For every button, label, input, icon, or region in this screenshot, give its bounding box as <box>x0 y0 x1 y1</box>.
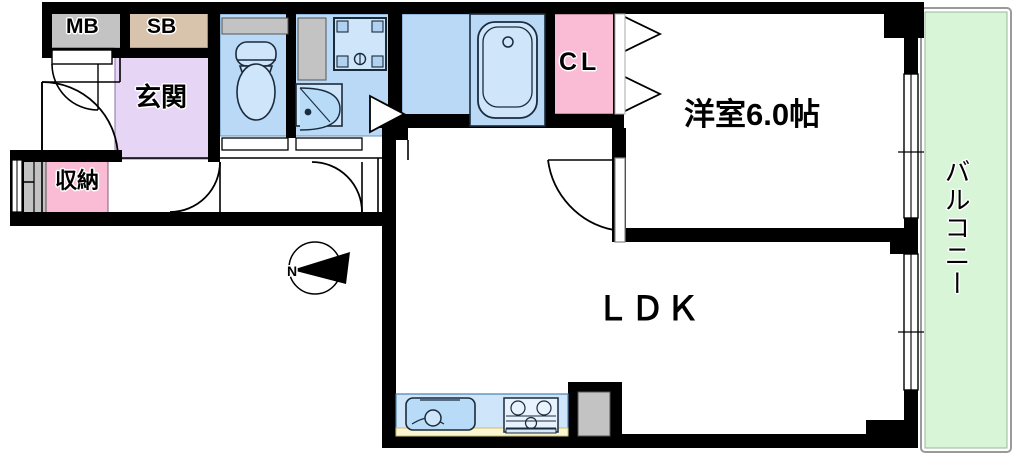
label-sb: SB <box>147 15 177 38</box>
compass-rose <box>288 241 350 295</box>
bathtub <box>469 13 546 127</box>
label-ldk: ＬＤＫ <box>596 290 701 327</box>
room-fill-balcony <box>924 11 1008 449</box>
wall-right-mid <box>890 228 918 254</box>
room-fill-sb <box>127 9 209 49</box>
door-cl-arrow-bottom <box>622 74 663 114</box>
door-toilet-panel <box>221 137 289 151</box>
door-bedroom-panel <box>614 157 626 243</box>
wall-ldk-topleft <box>382 126 408 140</box>
label-cl: CL <box>559 48 601 76</box>
door-bath-arrow <box>369 94 406 134</box>
door-washroom-arc <box>311 161 363 213</box>
toilet-fixture <box>235 41 277 121</box>
balcony-outer-frame <box>920 7 1012 453</box>
wall-mb-sb-divider <box>120 2 130 58</box>
door-cl-arrow-top <box>622 14 663 54</box>
door-cl-track <box>614 13 626 115</box>
label-western-room: 洋室6.0帖 <box>684 97 821 132</box>
washing-machine-pan <box>333 17 387 71</box>
room-fill-shuno <box>45 156 109 215</box>
wall-top-upper <box>42 2 924 14</box>
wall-genkan-right <box>208 2 220 158</box>
wall-bath-right <box>545 2 555 126</box>
label-compass-north: N <box>287 263 298 279</box>
door-mb-panel <box>51 49 113 65</box>
room-fill-mb <box>49 9 123 49</box>
wall-above-shuno <box>10 150 122 162</box>
wall-hall-vert <box>208 148 220 162</box>
wall-washroom-bath <box>388 2 402 126</box>
doors <box>10 13 663 243</box>
wall-cl-bottom <box>548 114 624 128</box>
windows <box>11 73 924 391</box>
label-genkan: 玄関 <box>135 82 188 112</box>
kitchen-sink <box>405 397 476 431</box>
label-balcony: バルコニー <box>941 158 971 298</box>
wall-bedroom-right <box>904 14 918 74</box>
door-entrance-arc <box>41 81 119 159</box>
door-bedroom-arc <box>547 159 615 231</box>
walls <box>10 2 924 448</box>
label-shuno: 収納 <box>55 168 100 193</box>
door-mb-arc <box>51 63 99 111</box>
gas-stove <box>503 397 559 434</box>
toilet-shelf <box>221 17 289 35</box>
fixtures <box>221 13 611 437</box>
wall-ldk-bottomright <box>866 420 918 448</box>
wall-ldk-bottom <box>382 434 882 448</box>
wall-bedroom-bottom <box>612 228 916 242</box>
label-mb: MB <box>66 15 99 38</box>
wall-above-shuno-2 <box>108 150 122 162</box>
wall-under-sb <box>120 48 216 58</box>
vanity-sink <box>295 83 343 131</box>
pipe-shaft <box>577 391 611 437</box>
door-hall-arc <box>169 161 221 213</box>
wall-ldk-left <box>382 126 396 446</box>
wall-corridor-bottom <box>10 212 396 226</box>
wall-toilet-right-2 <box>286 2 296 138</box>
door-washroom-panel <box>295 137 363 151</box>
washroom-shelf <box>297 17 327 81</box>
wall-left-mb <box>42 2 52 50</box>
